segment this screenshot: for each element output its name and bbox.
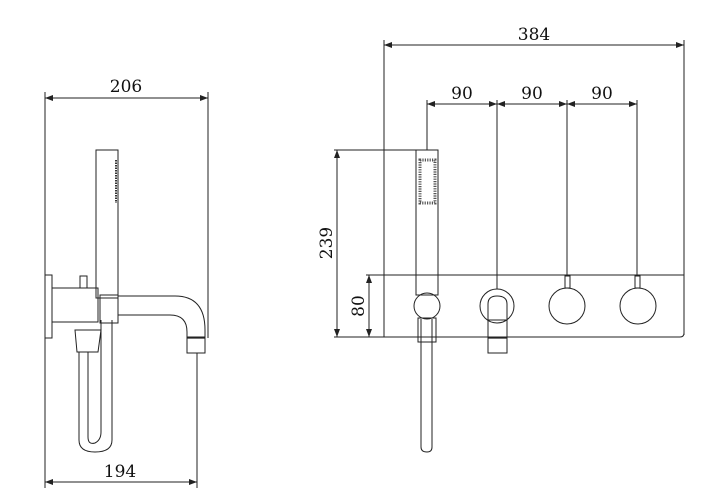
spout-rosette — [479, 288, 515, 324]
wall-panel — [383, 274, 685, 338]
dim-239: 239 — [317, 227, 337, 259]
hose-front — [420, 319, 433, 453]
dim-90-2: 90 — [521, 84, 543, 104]
dim-80: 80 — [349, 295, 369, 317]
hand-shower-side — [95, 149, 119, 299]
shower-holder — [413, 292, 441, 320]
hand-shower-front — [415, 149, 439, 296]
dim-90-3: 90 — [591, 84, 613, 104]
front-view: 384 90 90 90 239 80 — [317, 25, 685, 453]
dim-90-1: 90 — [451, 84, 473, 104]
wall-flange — [44, 274, 53, 339]
spout-front — [487, 319, 508, 354]
dim-384: 384 — [518, 25, 550, 45]
control-knob-1 — [548, 287, 586, 325]
control-knob-2 — [619, 287, 657, 325]
hose — [74, 329, 102, 353]
dim-194: 194 — [104, 462, 136, 482]
dim-206: 206 — [110, 77, 142, 97]
side-view: 206 194 — [44, 77, 209, 488]
spout-side — [118, 295, 206, 337]
